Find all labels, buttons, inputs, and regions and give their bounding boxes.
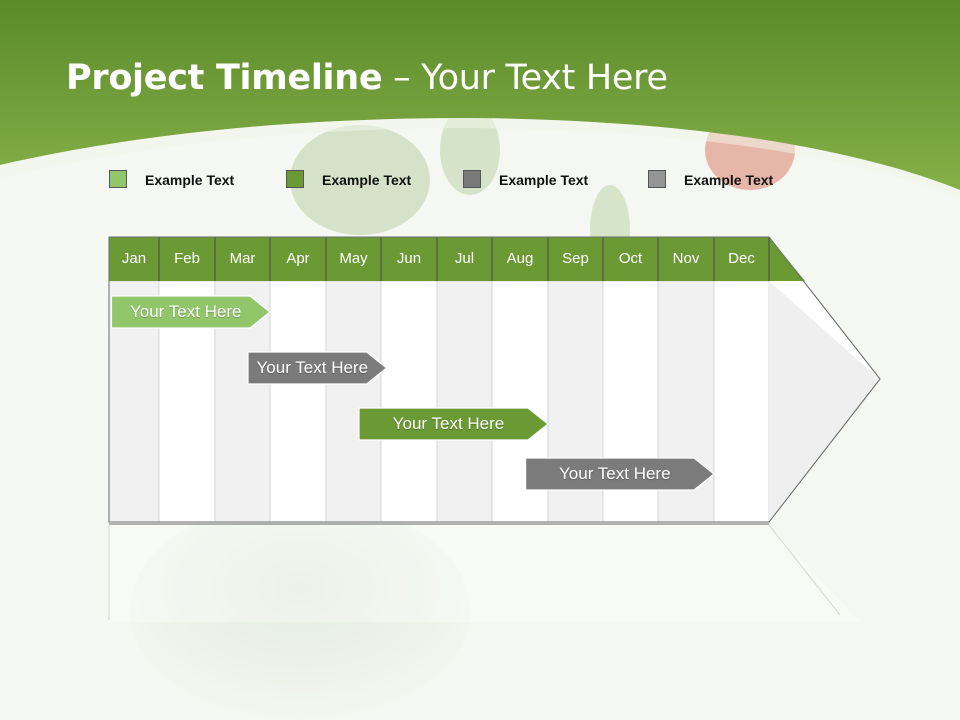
- month-label-mar: Mar: [229, 250, 256, 267]
- title-rest: – Your Text Here: [382, 58, 668, 98]
- month-label-nov: Nov: [672, 250, 700, 267]
- month-label-aug: Aug: [506, 250, 534, 267]
- task-bar-1: [110, 295, 271, 329]
- legend-label-4: Example Text: [684, 172, 774, 188]
- month-column-jun: [380, 280, 438, 523]
- task-label-2: Your Text Here: [256, 358, 369, 377]
- month-label-jun: Jun: [396, 250, 422, 267]
- month-label-may: May: [339, 250, 368, 267]
- month-label-dec: Dec: [728, 250, 755, 267]
- month-label-sep: Sep: [562, 250, 589, 267]
- legend-label-1: Example Text: [145, 172, 235, 188]
- task-label-4: Your Text Here: [559, 464, 671, 483]
- month-column-dec: [713, 280, 770, 523]
- timeline-outline: [108, 236, 881, 523]
- month-header-band: [109, 237, 805, 281]
- page-title: Project Timeline – Your Text Here: [66, 58, 668, 98]
- month-column-jul: [436, 280, 493, 523]
- month-label-apr: Apr: [286, 250, 310, 267]
- legend-swatch-4: [648, 170, 666, 188]
- month-label-jan: Jan: [121, 250, 147, 267]
- legend-swatch-1: [109, 170, 127, 188]
- legend-swatch-2: [286, 170, 304, 188]
- timeline-reflection: [109, 525, 860, 622]
- task-label-1: Your Text Here: [129, 302, 242, 321]
- month-label-oct: Oct: [618, 250, 643, 267]
- month-column-may: [325, 280, 382, 523]
- title-bold: Project Timeline: [66, 58, 383, 98]
- task-label-3: Your Text Here: [392, 414, 505, 433]
- legend-swatch-3: [463, 170, 481, 188]
- legend-label-3: Example Text: [499, 172, 589, 188]
- reflection-edge-right: [768, 524, 841, 616]
- arrow-head-fill: [769, 281, 879, 522]
- month-label-jul: Jul: [454, 250, 475, 267]
- month-label-feb: Feb: [174, 250, 200, 267]
- month-column-apr: [269, 280, 327, 523]
- task-bar-2: [247, 351, 388, 385]
- task-bar-3: [358, 407, 549, 441]
- task-bar-4: [525, 457, 715, 491]
- legend-label-2: Example Text: [322, 172, 412, 188]
